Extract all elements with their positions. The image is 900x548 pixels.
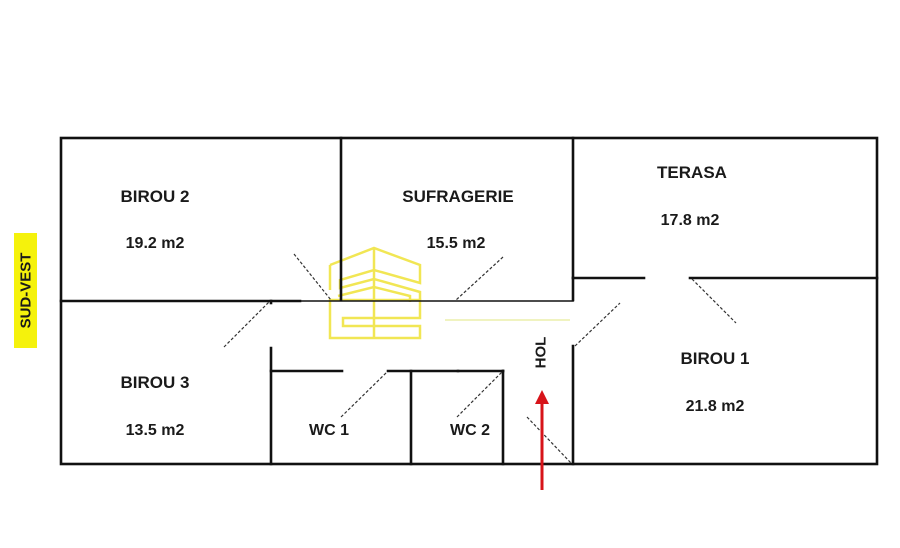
orientation-text: SUD-VEST [17,252,34,329]
door-entrance [526,416,572,464]
orientation-label: SUD-VEST [14,233,37,348]
door-wc2 [456,371,503,418]
door-birou1-left [574,302,621,347]
room-birou-2-area: 19.2 m2 [125,235,185,252]
door-birou3 [223,301,270,348]
building-logo-watermark-icon [328,246,422,340]
room-terasa-area: 17.8 m2 [660,212,720,229]
room-terasa-name: TERASA [657,163,727,182]
entrance-arrow-icon [535,390,549,490]
room-birou-3-name: BIROU 3 [120,373,190,392]
room-birou-2-name: BIROU 2 [120,187,190,206]
room-wc-2-name: WC 2 [450,422,490,439]
room-birou-1-area: 21.8 m2 [685,398,745,415]
room-birou-1-name: BIROU 1 [680,349,750,368]
room-birou-3-area: 13.5 m2 [125,422,185,439]
door-sufragerie [455,256,504,301]
room-sufragerie-name: SUFRAGERIE [402,187,514,206]
room-hol-text: HOL [532,336,550,369]
room-sufragerie-area: 15.5 m2 [426,235,486,252]
door-wc1 [340,371,388,418]
door-birou1-top [691,278,737,324]
door-birou2 [293,253,332,301]
walls [59,136,879,466]
room-wc-1-name: WC 1 [309,422,349,439]
door-swings [223,253,737,464]
room-hol-name: HOL [530,330,552,375]
